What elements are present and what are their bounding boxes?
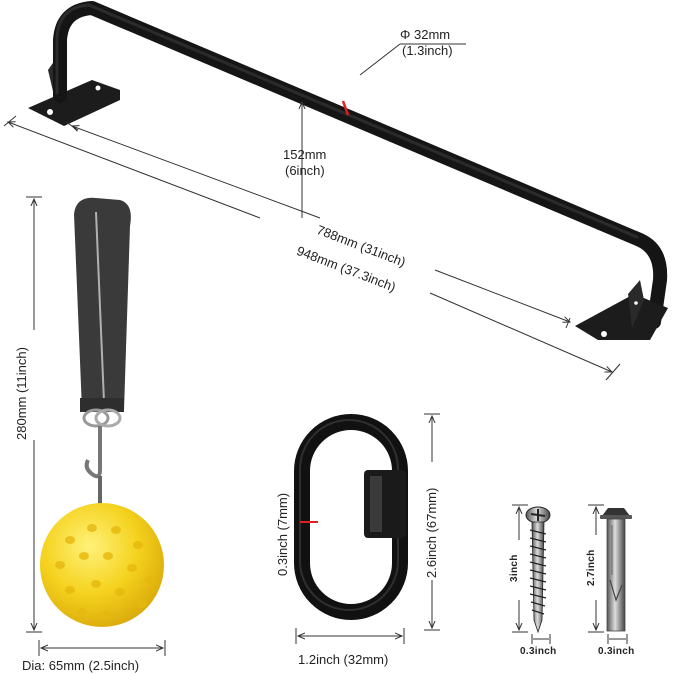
screw-diameter-label: 0.3inch	[520, 646, 557, 657]
bolt-length-label: 2.7inch	[586, 549, 597, 586]
grip-length-label: 280mm (11inch)	[14, 347, 29, 440]
screw-length-label: 3inch	[509, 554, 520, 582]
link-dimension-lines	[295, 413, 440, 644]
ball-dimension-lines	[26, 196, 166, 656]
pull-up-bar	[28, 1, 668, 340]
link-thickness-label: 0.3inch (7mm)	[275, 492, 290, 576]
quick-link	[294, 414, 408, 620]
wood-screw	[525, 506, 551, 634]
bolt-diameter-label: 0.3inch	[598, 646, 635, 657]
grip-ball	[40, 197, 164, 627]
tube-diameter-label: Φ 32mm	[400, 27, 451, 42]
expansion-bolt	[600, 508, 632, 632]
bar-dimension-lines	[3, 43, 621, 381]
link-width-label: 1.2inch (32mm)	[298, 652, 389, 667]
link-length-label: 2.6inch (67mm)	[424, 487, 439, 578]
ball-diameter-label: Dia: 65mm (2.5inch)	[22, 658, 140, 673]
bar-height-inch-label: (6inch)	[285, 163, 325, 178]
tube-diameter-inch-label: (1.3inch)	[402, 43, 453, 58]
hardware-dimension-lines	[512, 504, 628, 644]
bar-height-label: 152mm	[283, 147, 327, 162]
